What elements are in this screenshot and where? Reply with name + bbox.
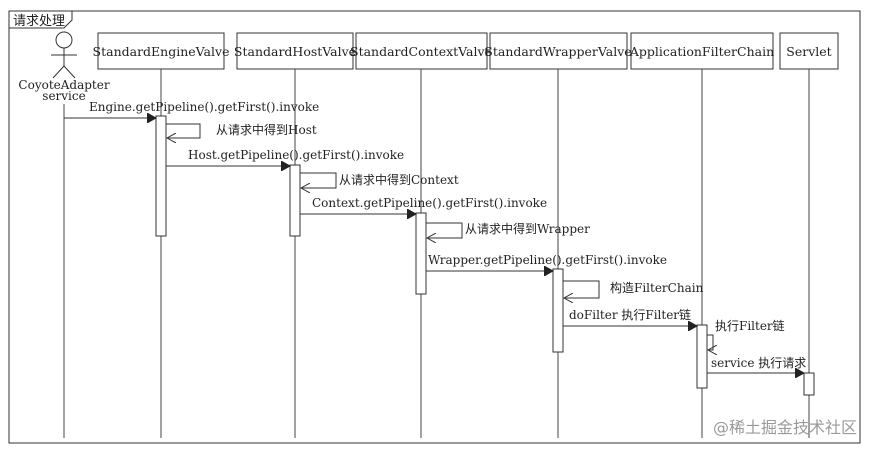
frame-title-tab — [9, 11, 73, 29]
actor-name: CoyoteAdapter — [18, 78, 109, 92]
participant-label-servlet: Servlet — [786, 44, 831, 59]
activation-engine — [155, 115, 167, 237]
participant-label-wrapper: StandardWrapperValve — [484, 44, 631, 59]
self-message-arrow-build-filterchain — [563, 280, 600, 298]
activation-servlet — [803, 372, 815, 396]
participant-label-context: StandardContextValve — [350, 44, 492, 59]
self-message-label-get-wrapper: 从请求中得到Wrapper — [465, 221, 590, 236]
watermark-text: @稀土掘金技术社区 — [713, 418, 857, 437]
self-message-arrow-get-context — [300, 172, 337, 188]
frame-title: 请求处理 — [13, 14, 65, 29]
message-label-wrapper-invoke: Wrapper.getPipeline().getFirst().invoke — [428, 253, 667, 267]
activation-context — [415, 212, 427, 295]
participant-label-filterchain: ApplicationFilterChain — [629, 44, 774, 59]
actor-icon — [51, 31, 77, 79]
participant-box-context — [355, 32, 488, 70]
participant-box-engine — [97, 32, 225, 70]
participant-label-engine: StandardEngineValve — [93, 44, 230, 59]
participant-label-host: StandardHostValve — [234, 44, 356, 59]
participant-box-filterchain — [630, 32, 774, 70]
self-message-label-get-host: 从请求中得到Host — [216, 122, 317, 137]
participant-box-wrapper — [489, 32, 628, 70]
message-label-engine-invoke: Engine.getPipeline().getFirst().invoke — [89, 100, 319, 114]
self-message-label-get-context: 从请求中得到Context — [339, 172, 459, 187]
message-label-service: service 执行请求 — [711, 356, 806, 370]
diagram-frame — [8, 10, 861, 444]
self-message-arrow-run-filters — [707, 334, 713, 350]
activation-filterchain — [696, 324, 708, 389]
actor-role: service — [42, 89, 85, 103]
self-message-arrow-get-host — [166, 123, 201, 138]
message-label-dofilter: doFilter 执行Filter链 — [569, 307, 691, 322]
message-label-host-invoke: Host.getPipeline().getFirst().invoke — [188, 148, 404, 162]
self-message-label-build-filterchain: 构造FilterChain — [610, 280, 704, 295]
self-message-label-run-filters: 执行Filter链 — [715, 318, 785, 333]
message-label-context-invoke: Context.getPipeline().getFirst().invoke — [312, 196, 547, 210]
self-message-arrow-get-wrapper — [426, 222, 463, 238]
activation-wrapper — [552, 268, 564, 353]
activation-host — [289, 164, 301, 237]
participant-box-host — [236, 32, 354, 70]
